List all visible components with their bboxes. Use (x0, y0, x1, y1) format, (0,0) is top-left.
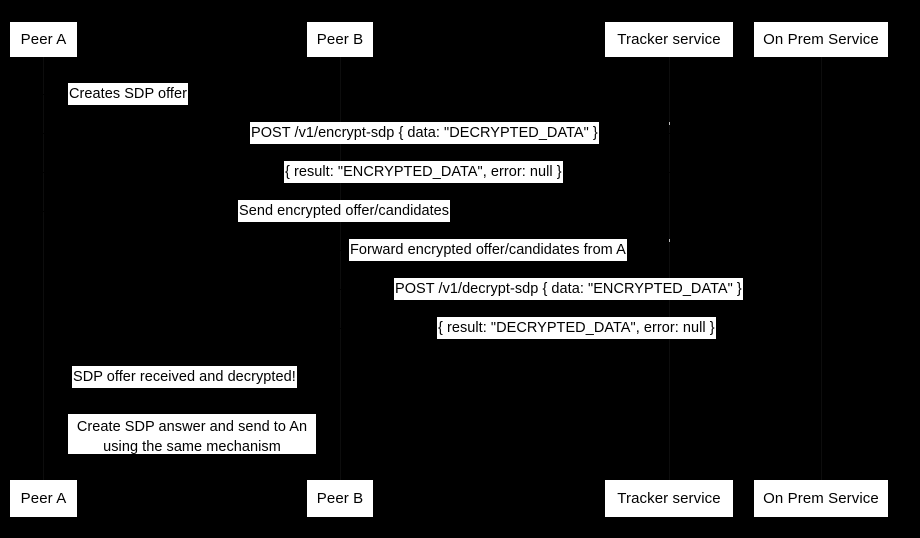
participant-label: Peer A (20, 31, 67, 48)
participant-peer-a[interactable]: Peer A (10, 22, 77, 57)
note-line-1: Create SDP answer and send to An (76, 419, 308, 435)
participant-footer-peer-a[interactable]: Peer A (10, 480, 77, 517)
participant-label: Tracker service (617, 490, 721, 507)
participant-label: Tracker service (617, 31, 721, 48)
message-label-post-decrypt-sdp: POST /v1/decrypt-sdp { data: "ENCRYPTED_… (394, 278, 743, 300)
participant-footer-peer-b[interactable]: Peer B (307, 480, 373, 517)
message-label-send-encrypted-offer: Send encrypted offer/candidates (238, 200, 451, 222)
lifeline-peer-a (43, 57, 44, 480)
participant-footer-tracker-service[interactable]: Tracker service (605, 480, 733, 517)
message-label-post-encrypt-sdp: POST /v1/encrypt-sdp { data: "DECRYPTED_… (250, 122, 599, 144)
participant-label: Peer B (316, 31, 364, 48)
participant-label: Peer B (316, 490, 364, 507)
message-label-encrypted-data-result: { result: "ENCRYPTED_DATA", error: null … (284, 161, 563, 183)
participant-label: On Prem Service (763, 490, 879, 507)
participant-footer-on-prem-service[interactable]: On Prem Service (754, 480, 888, 517)
lifeline-tracker (669, 57, 670, 480)
lifeline-peer-b (340, 57, 341, 480)
message-label-creates-sdp-offer: Creates SDP offer (68, 83, 188, 105)
participant-label: On Prem Service (763, 31, 879, 48)
note-sdp-offer-received: SDP offer received and decrypted! (72, 366, 297, 388)
participant-label: Peer A (20, 490, 67, 507)
participant-peer-b[interactable]: Peer B (307, 22, 373, 57)
note-create-sdp-answer: Create SDP answer and send to An using t… (68, 414, 316, 455)
note-line-2: using the same mechanism (103, 439, 281, 455)
participant-on-prem-service[interactable]: On Prem Service (754, 22, 888, 57)
arrow-creates-sdp-offer (43, 94, 68, 95)
lifeline-on-prem (821, 57, 822, 480)
participant-tracker-service[interactable]: Tracker service (605, 22, 733, 57)
message-label-decrypted-data-result: { result: "DECRYPTED_DATA", error: null … (437, 317, 716, 339)
message-label-forward-encrypted-offer: Forward encrypted offer/candidates from … (349, 239, 627, 261)
